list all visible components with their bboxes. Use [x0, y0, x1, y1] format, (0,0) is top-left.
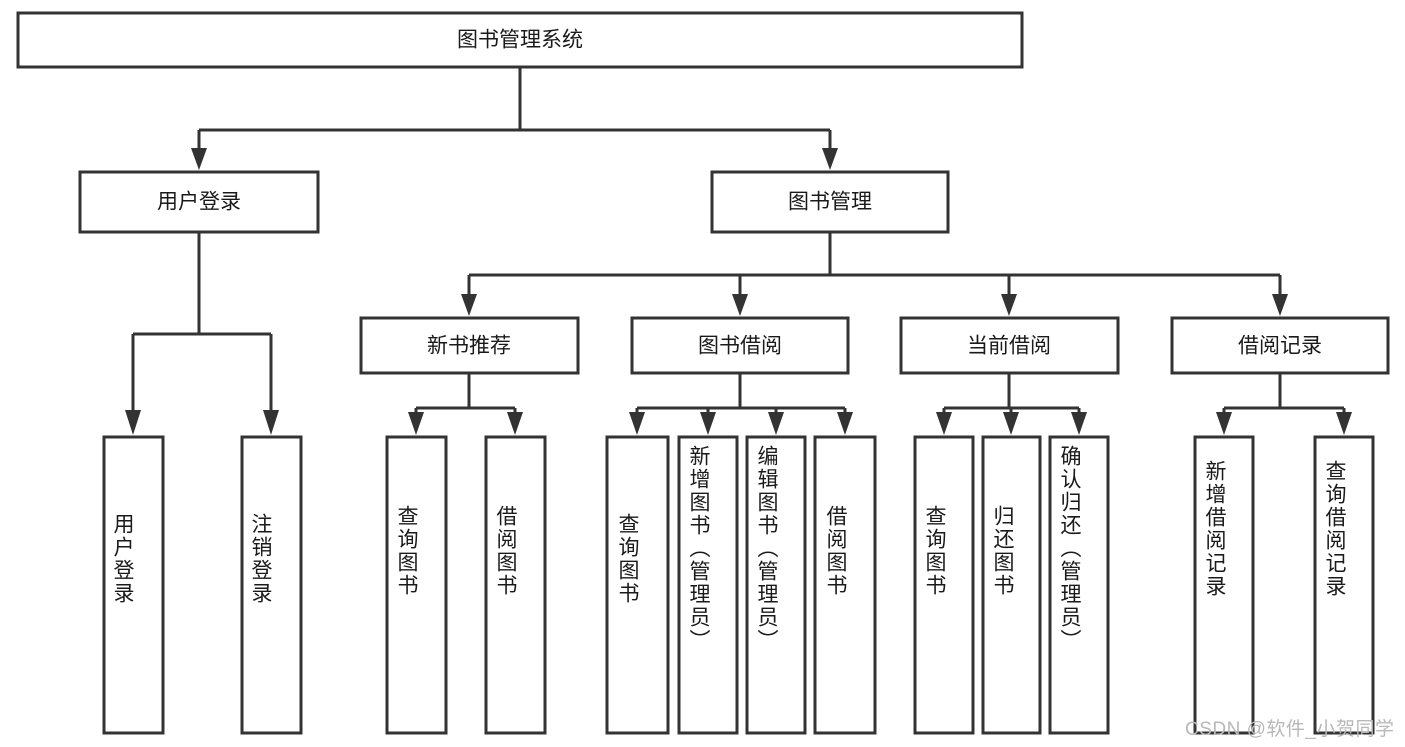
arrow-leaf-borrow-book-1 — [507, 412, 523, 435]
node-current-borrow-box[interactable] — [899, 316, 1120, 375]
node-book-borrow[interactable]: 图书借阅 — [630, 316, 850, 375]
leaf-box-add-book[interactable] — [677, 435, 739, 735]
node-book-management[interactable]: 图书管理 — [710, 170, 950, 234]
connectors-root-to-level2 — [191, 67, 838, 170]
arrow-leaf-add-book — [700, 412, 716, 435]
arrow-leaf-query-book-3 — [936, 412, 952, 435]
arrow-leaf-return-book — [1003, 412, 1019, 435]
arrow-to-current-borrow — [1001, 294, 1017, 316]
leaf-box-user-login[interactable] — [102, 435, 165, 735]
node-new-book-recommend[interactable]: 新书推荐 — [359, 316, 580, 375]
node-current-borrow[interactable]: 当前借阅 — [899, 316, 1120, 375]
leaf-box-query-book-2[interactable] — [605, 435, 670, 735]
leaf-box-borrow-book-1[interactable] — [484, 435, 547, 735]
arrow-to-book-borrow — [732, 294, 748, 316]
node-user-login-label: 用户登录 — [157, 191, 241, 214]
arrow-leaf-user-login — [125, 410, 141, 435]
connectors-book-mgmt-to-level3 — [461, 232, 1288, 316]
csdn-watermark: CSDN @软件_小贺同学 — [1185, 719, 1395, 740]
node-borrow-record[interactable]: 借阅记录 — [1170, 316, 1390, 375]
leaf-box-borrow-book-2[interactable] — [813, 435, 877, 735]
node-borrow-record-label: 借阅记录 — [1238, 335, 1322, 358]
node-new-book-recommend-label: 新书推荐 — [427, 335, 511, 358]
leaf-box-return-book[interactable] — [981, 435, 1042, 735]
arrow-leaf-borrow-book-2 — [837, 412, 853, 435]
node-book-management-box[interactable] — [710, 170, 950, 234]
arrow-leaf-logout — [263, 410, 279, 435]
arrow-to-borrow-record — [1272, 294, 1288, 316]
arrow-leaf-query-book-2 — [629, 412, 645, 435]
node-current-borrow-label: 当前借阅 — [967, 335, 1051, 358]
arrow-to-user-login — [191, 148, 207, 170]
arrow-leaf-query-record — [1336, 412, 1352, 435]
connectors-current-borrow-to-leaves — [936, 373, 1087, 435]
arrow-leaf-query-book-1 — [408, 412, 424, 435]
leaf-box-add-borrow-record[interactable] — [1193, 435, 1255, 735]
node-root-label: 图书管理系统 — [457, 29, 583, 52]
node-user-login-box[interactable] — [78, 170, 320, 234]
arrow-leaf-edit-book — [768, 412, 784, 435]
connectors-book-borrow-to-leaves — [629, 373, 853, 435]
arrow-to-new-book-rec — [461, 294, 477, 316]
leaf-box-query-book-3[interactable] — [913, 435, 975, 735]
leaf-box-confirm-return[interactable] — [1048, 435, 1110, 735]
leaf-box-logout[interactable] — [240, 435, 303, 735]
arrow-leaf-confirm-return — [1071, 412, 1087, 435]
leaf-boxes — [102, 435, 1375, 735]
node-book-borrow-label: 图书借阅 — [698, 335, 782, 358]
node-book-borrow-box[interactable] — [630, 316, 850, 375]
node-new-book-recommend-box[interactable] — [359, 316, 580, 375]
connectors-borrow-record-to-leaves — [1216, 373, 1352, 435]
leaf-box-edit-book[interactable] — [745, 435, 807, 735]
node-borrow-record-box[interactable] — [1170, 316, 1390, 375]
leaf-box-query-borrow-record[interactable] — [1313, 435, 1375, 735]
connectors-new-book-rec-to-leaves — [408, 373, 523, 435]
node-book-management-label: 图书管理 — [788, 191, 872, 214]
leaf-box-query-book-1[interactable] — [385, 435, 448, 735]
arrow-leaf-add-record — [1216, 412, 1232, 435]
node-user-login[interactable]: 用户登录 — [78, 170, 320, 234]
node-root[interactable]: 图书管理系统 — [16, 11, 1024, 69]
arrow-to-book-mgmt — [822, 148, 838, 170]
connectors-user-login-to-leaves — [125, 232, 279, 435]
node-root-box[interactable] — [16, 11, 1024, 69]
